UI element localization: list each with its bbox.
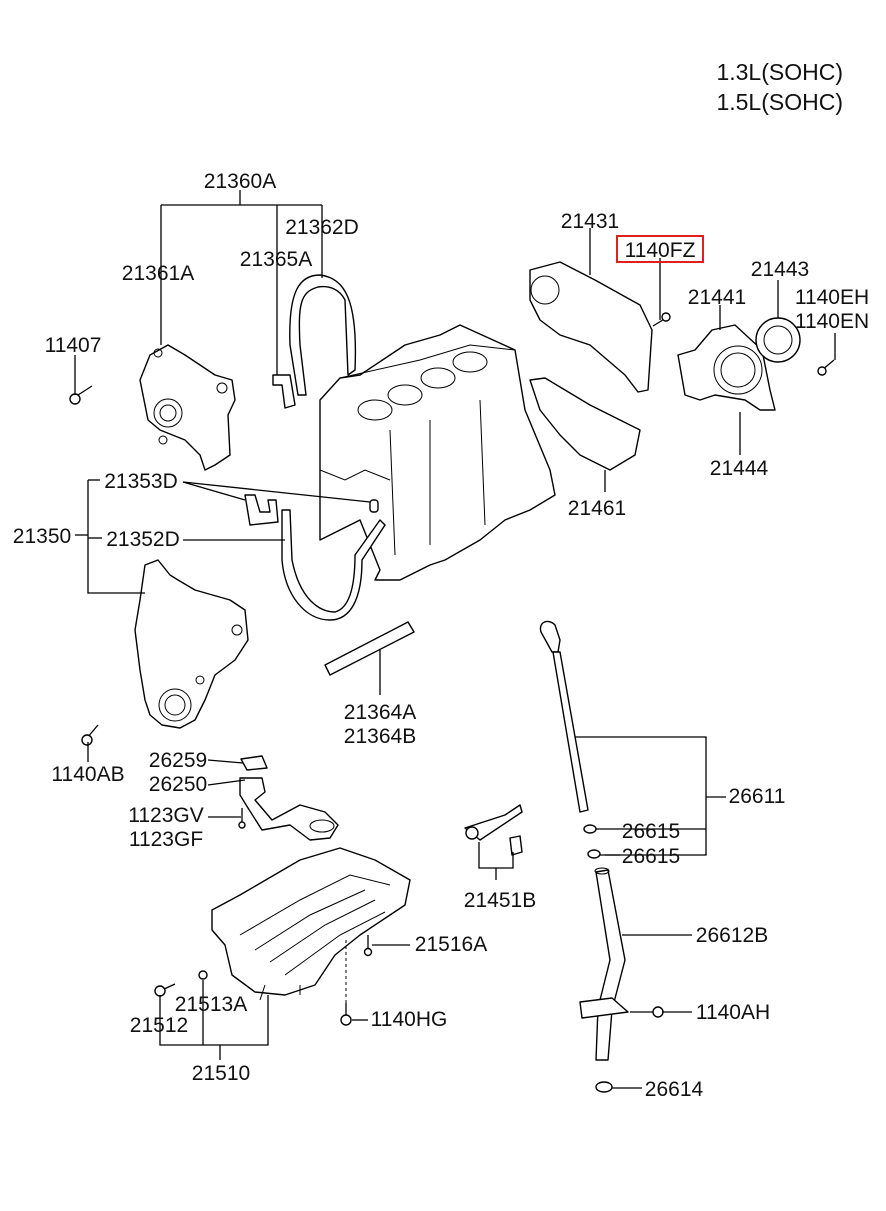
gasket-loop-upper-drawing (289, 274, 357, 396)
o-ring-upper-drawing (583, 824, 597, 834)
o-ring-26614-drawing (595, 1081, 613, 1093)
oil-strainer-drawing (239, 755, 339, 841)
o-ring-lower-drawing (587, 849, 601, 859)
bolt-1140FZ-drawing (652, 312, 671, 327)
part-label-21350[interactable]: 21350 (13, 525, 71, 548)
bolt-1140AB-drawing (81, 724, 99, 746)
part-label-1140AB[interactable]: 1140AB (51, 763, 124, 786)
part-label-21516A[interactable]: 21516A (415, 933, 487, 956)
part-label-21353D[interactable]: 21353D (104, 470, 178, 493)
upper-timing-cover-drawing (139, 344, 236, 471)
part-label-26259[interactable]: 26259 (149, 749, 207, 772)
leader-lines (74, 190, 836, 1089)
gasket-strip-drawing (272, 374, 296, 409)
washer-21513A-drawing (198, 970, 208, 980)
bolt-11407-drawing (69, 385, 93, 405)
bolt-21512-drawing (154, 983, 176, 997)
oil-dipstick-drawing (539, 620, 589, 813)
engine-block-drawing (319, 324, 556, 581)
small-seal-drawing (369, 499, 379, 513)
part-label-26611[interactable]: 26611 (729, 785, 786, 808)
part-label-21361A[interactable]: 21361A (122, 262, 194, 285)
lower-timing-cover-drawing (134, 559, 249, 729)
part-label-26250[interactable]: 26250 (149, 773, 207, 796)
part-label-21360A[interactable]: 21360A (204, 170, 276, 193)
part-label-21441[interactable]: 21441 (688, 286, 746, 309)
rear-plate-drawing (529, 261, 653, 393)
part-label-1123GF[interactable]: 1123GF (129, 828, 203, 851)
seal-strip-drawing (324, 621, 415, 676)
part-label-26615-lower[interactable]: 26615 (622, 845, 680, 868)
part-label-21443[interactable]: 21443 (751, 258, 809, 281)
part-label-21362D[interactable]: 21362D (285, 216, 359, 239)
part-label-21364B[interactable]: 21364B (344, 725, 416, 748)
bolt-1140EN-drawing (817, 359, 835, 376)
oil-pan-drawing (211, 847, 411, 1001)
part-label-21431[interactable]: 21431 (561, 210, 619, 233)
part-label-26614[interactable]: 26614 (645, 1078, 704, 1101)
seal-case-drawing (677, 324, 776, 411)
part-label-21512[interactable]: 21512 (130, 1014, 188, 1037)
part-label-26612B[interactable]: 26612B (696, 924, 768, 947)
part-label-21513A[interactable]: 21513A (175, 993, 247, 1016)
part-label-21364A[interactable]: 21364A (344, 701, 416, 724)
bolt-1140AH-drawing (630, 1006, 664, 1018)
part-label-21444[interactable]: 21444 (710, 457, 769, 480)
bolt-1140HG-drawing (340, 1003, 352, 1026)
gasket-loop-lower-drawing (281, 509, 386, 621)
part-label-21365A[interactable]: 21365A (240, 248, 312, 271)
part-label-1140HG[interactable]: 1140HG (371, 1008, 448, 1031)
part-label-1123GV[interactable]: 1123GV (128, 804, 204, 827)
bracket-drawing (464, 804, 523, 856)
part-label-11407[interactable]: 11407 (45, 334, 102, 357)
part-label-21352D[interactable]: 21352D (106, 528, 180, 551)
part-label-1140EH[interactable]: 1140EH (795, 286, 869, 309)
part-label-1140AH[interactable]: 1140AH (696, 1001, 770, 1024)
part-label-26615-upper[interactable]: 26615 (622, 820, 680, 843)
oil-seal-drawing (755, 317, 801, 363)
part-label-21461[interactable]: 21461 (568, 497, 626, 520)
part-label-21510[interactable]: 21510 (192, 1062, 250, 1085)
engine-variant-1: 1.3L(SOHC) (716, 59, 843, 85)
cover-21461-drawing (529, 377, 641, 471)
dipstick-tube-drawing (579, 867, 629, 1061)
highlight-box-1140FZ (616, 235, 704, 263)
part-label-1140EN[interactable]: 1140EN (795, 310, 869, 333)
small-gasket-drawing (244, 494, 279, 526)
engine-variant-2: 1.5L(SOHC) (716, 89, 843, 115)
bolt-1123GV-drawing (238, 808, 246, 829)
bolt-21516A-drawing (363, 935, 373, 957)
part-label-21451B[interactable]: 21451B (464, 889, 536, 912)
part-label-1140FZ[interactable]: 1140FZ (625, 239, 696, 262)
